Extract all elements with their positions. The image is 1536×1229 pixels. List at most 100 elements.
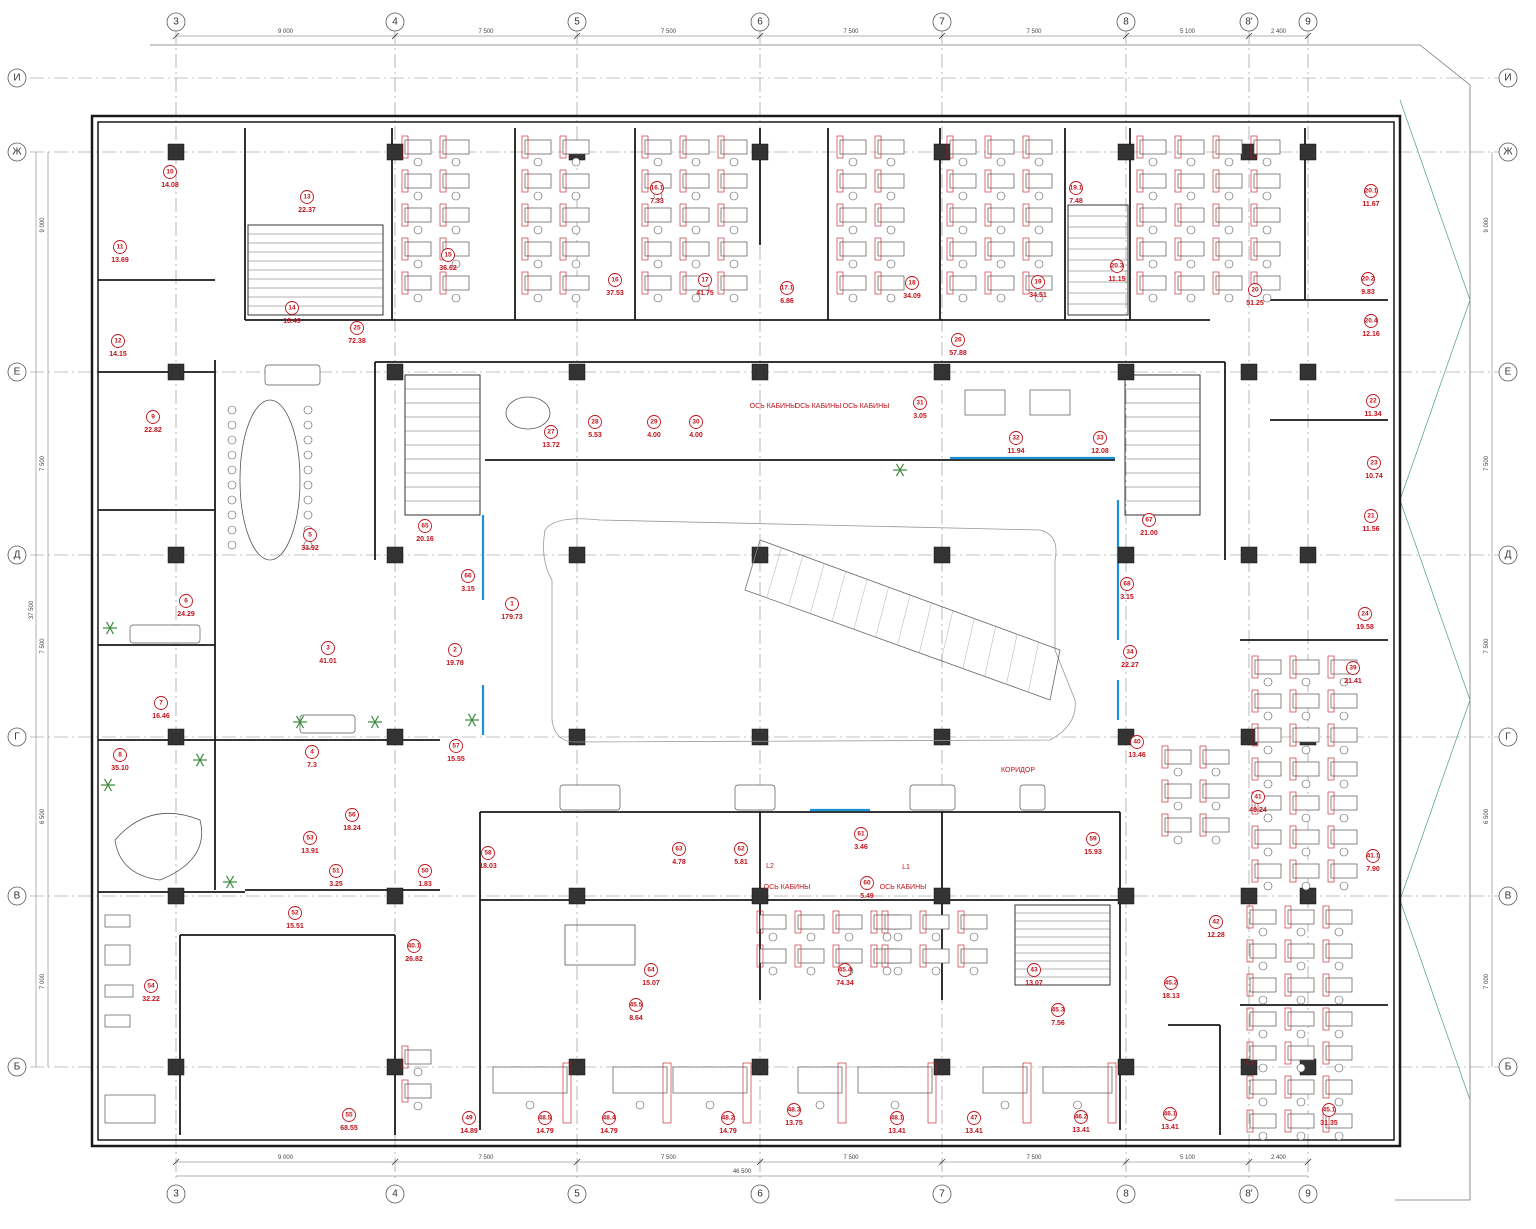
chair (303, 465, 313, 475)
chair (227, 510, 237, 520)
structural-column (751, 728, 769, 746)
dim-tick (573, 1158, 581, 1166)
chair (886, 259, 896, 269)
cabinet (874, 169, 882, 193)
room-number: 48.5 (539, 1115, 552, 1122)
axis-bubble (1116, 1184, 1136, 1204)
axis-label-col: 5 (574, 1189, 580, 1200)
room-area: 13.91 (301, 848, 319, 855)
cabinet (1246, 1041, 1254, 1065)
cabinet (794, 910, 802, 934)
room-area: 40.24 (1249, 807, 1267, 814)
desk (720, 139, 748, 155)
sofa (559, 784, 621, 811)
axis-label-row: И (1504, 73, 1511, 84)
desk (797, 1066, 843, 1094)
room-number-badge (1009, 431, 1023, 445)
room-number: 10 (166, 169, 174, 176)
cabinet (1022, 1062, 1032, 1124)
chair (533, 225, 543, 235)
room-number: 17 (701, 277, 709, 284)
reception-desk (114, 812, 202, 881)
axis-bubble (7, 545, 27, 565)
cabinet (1161, 779, 1169, 803)
room-number-badge (689, 415, 703, 429)
chair (413, 191, 423, 201)
chair (1000, 1100, 1010, 1110)
cabinet (1289, 859, 1297, 883)
desk (1330, 829, 1358, 845)
chair (729, 225, 739, 235)
room-number-badge (303, 528, 317, 542)
cabinet (521, 203, 529, 227)
desk (682, 207, 710, 223)
cabinet (919, 944, 927, 968)
structural-column (386, 143, 404, 161)
cabinet (874, 237, 882, 261)
cabinet (836, 271, 844, 295)
room-number-badge (860, 876, 874, 890)
conference-table (239, 399, 301, 561)
cabinet (679, 203, 687, 227)
cabinet (756, 910, 764, 934)
desk (1292, 659, 1320, 675)
dim-text-col: 7 500 (478, 29, 494, 35)
chair (958, 157, 968, 167)
chair (1258, 1131, 1268, 1141)
chair (882, 932, 892, 942)
cabinet (742, 1062, 752, 1124)
axis-label-col: 8 (1123, 17, 1129, 28)
axis-label-row: Д (14, 550, 21, 561)
room-number-badge (481, 846, 495, 860)
cabinet (1327, 791, 1335, 815)
chair (768, 966, 778, 976)
dim-tick (1304, 1158, 1312, 1166)
room-number: 49 (465, 1115, 473, 1122)
room-number: 8 (118, 752, 122, 759)
cabinet (919, 910, 927, 934)
desk (1025, 139, 1053, 155)
desk (1202, 817, 1230, 833)
chair (451, 259, 461, 269)
chair (1334, 1131, 1344, 1141)
room-area: 12.16 (1362, 331, 1380, 338)
structural-column (386, 887, 404, 905)
chair (844, 932, 854, 942)
desk (1253, 173, 1281, 189)
chair (996, 259, 1006, 269)
chair (525, 1100, 535, 1110)
desk (404, 1049, 432, 1065)
axis-bubble (1498, 142, 1518, 162)
room-area: 24.29 (177, 611, 195, 618)
axis-label-col: 4 (392, 1189, 398, 1200)
cabinet (679, 237, 687, 261)
sofa (299, 714, 356, 734)
room-number-badge (1130, 735, 1144, 749)
cabinet (832, 910, 840, 934)
room-area: 3.46 (854, 844, 868, 851)
room-area: 3.15 (461, 586, 475, 593)
room-number: 12 (114, 338, 122, 345)
chair (768, 932, 778, 942)
desk (987, 241, 1015, 257)
room-area: 12.28 (1207, 932, 1225, 939)
desk (949, 275, 977, 291)
cabinet (679, 271, 687, 295)
structural-column (167, 728, 185, 746)
desk (404, 173, 432, 189)
axis-label-row: Б (1505, 1062, 1512, 1073)
chair (451, 293, 461, 303)
plant-icon (370, 715, 376, 723)
axis-bubble (1498, 1057, 1518, 1077)
desk (1325, 1011, 1353, 1027)
cabinet (559, 203, 567, 227)
plan-note: L2 (766, 863, 774, 870)
escalator-step (853, 579, 868, 630)
chair (1211, 801, 1221, 811)
room-number: 20.3 (1111, 263, 1124, 270)
plant-icon (471, 713, 477, 721)
axis-label-row: Г (1505, 732, 1511, 743)
dim-tick (938, 1158, 946, 1166)
desk (1249, 943, 1277, 959)
desk (562, 275, 590, 291)
